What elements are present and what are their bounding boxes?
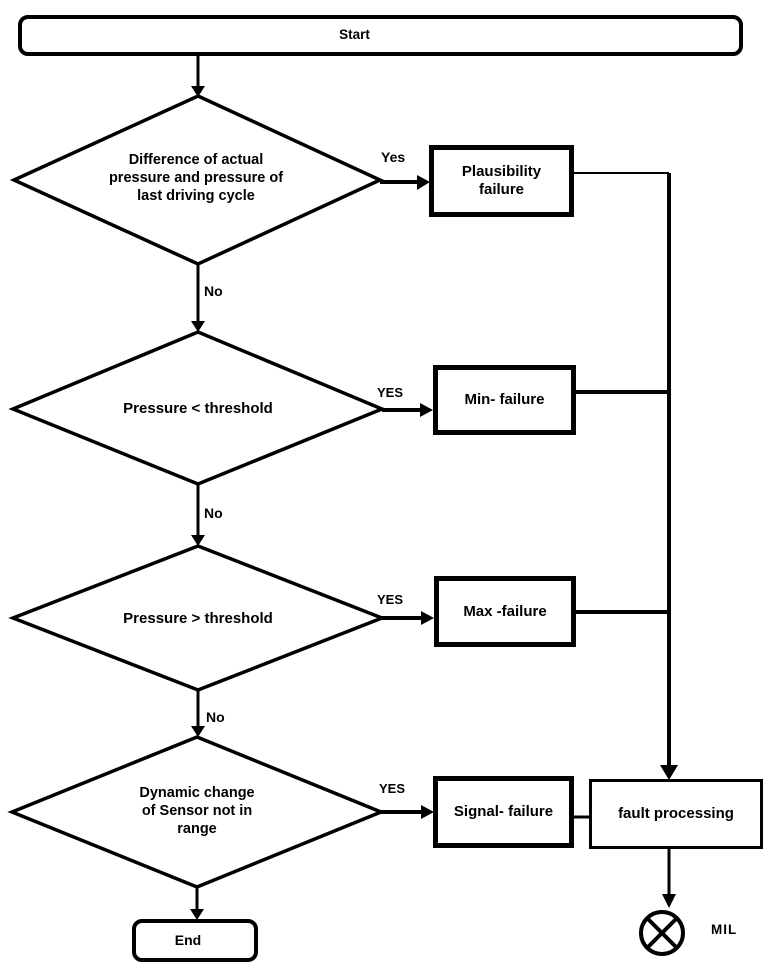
arrowhead-into-end — [190, 909, 204, 920]
max-failure-box: Max -failure — [434, 576, 576, 647]
start-node: Start — [18, 15, 743, 56]
mil-label: MIL — [711, 922, 738, 937]
arrowhead-into-d1 — [191, 86, 205, 97]
arrowhead-into-signal — [421, 805, 434, 819]
arrowhead-into-d3 — [191, 535, 205, 546]
arrowhead-into-d4 — [191, 726, 205, 737]
arrowhead-into-fault-processing — [660, 765, 678, 780]
end-node: End — [132, 919, 258, 962]
branch-no-1: No — [204, 283, 223, 299]
decision-4-label: Dynamic change of Sensor not in range — [139, 785, 255, 838]
branch-no-2: No — [204, 505, 223, 521]
start-label: Start — [339, 27, 370, 43]
decision-1-label: Difference of actual pressure and pressu… — [108, 152, 284, 205]
plausibility-failure-label: Plausibility failure — [461, 163, 542, 198]
end-label: End — [174, 932, 202, 949]
fault-processing-box: fault processing — [589, 779, 763, 849]
arrowhead-into-mil — [662, 894, 676, 908]
mil-lamp-cross-2 — [645, 916, 679, 950]
branch-yes-3: YES — [377, 592, 404, 607]
arrowhead-into-min — [420, 403, 433, 417]
min-failure-box: Min- failure — [433, 365, 576, 435]
arrowhead-into-plausibility — [417, 175, 430, 190]
decision-2-label: Pressure < threshold — [123, 400, 273, 417]
plausibility-failure-box: Plausibility failure — [429, 145, 574, 217]
branch-yes-2: YES — [377, 385, 404, 400]
max-failure-label: Max -failure — [463, 602, 547, 620]
branch-yes-1: Yes — [381, 149, 406, 165]
fault-processing-label: fault processing — [618, 805, 734, 822]
arrowhead-into-d2 — [191, 321, 205, 332]
min-failure-label: Min- failure — [464, 391, 545, 408]
signal-failure-label: Signal- failure — [453, 803, 554, 820]
branch-yes-4: YES — [379, 781, 406, 796]
decision-3-label: Pressure > threshold — [123, 610, 273, 627]
signal-failure-box: Signal- failure — [433, 776, 574, 848]
branch-no-3: No — [206, 709, 225, 725]
arrowhead-into-max — [421, 611, 434, 625]
